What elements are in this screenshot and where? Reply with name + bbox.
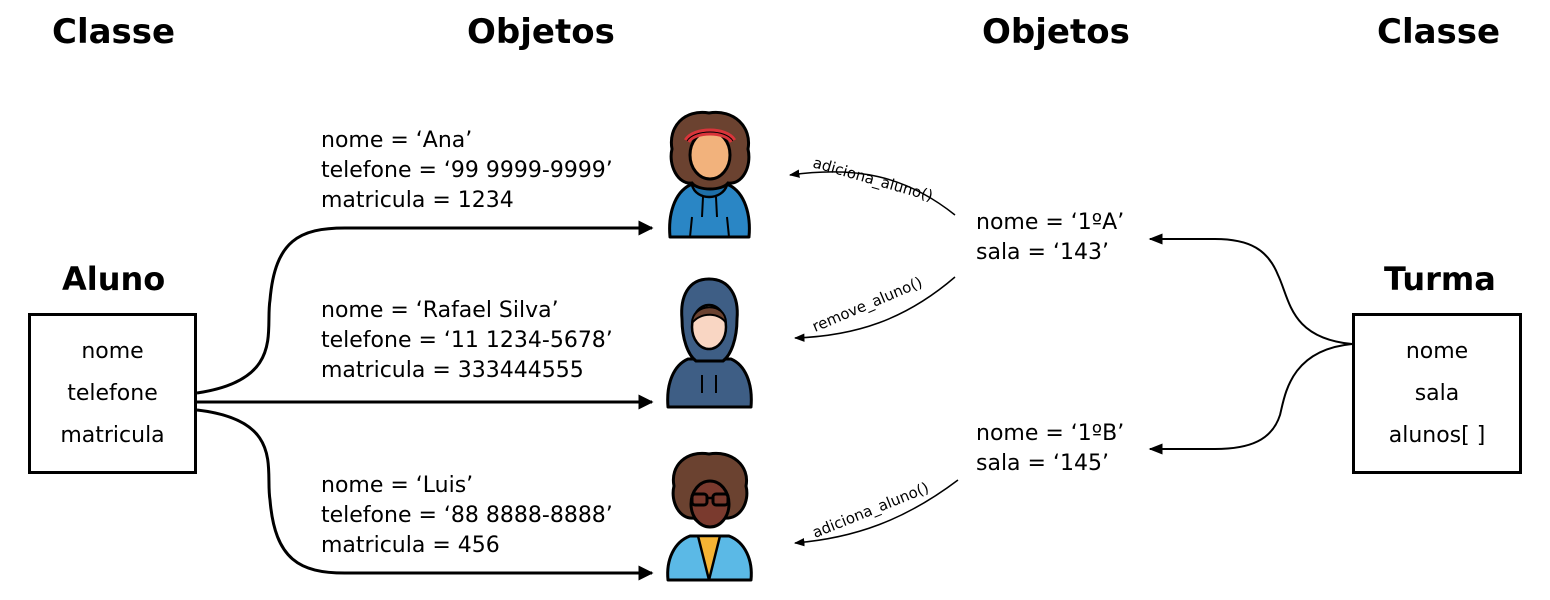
header-classe-left: Classe [52, 12, 176, 52]
attr-matricula: matricula = 333444555 [321, 358, 584, 383]
attr-sala: sala = ‘143’ [976, 240, 1109, 265]
object-aluno-rafael: nome = ‘Rafael Silva’ telefone = ‘11 123… [321, 296, 613, 386]
class-box-aluno: nome telefone matricula [28, 313, 197, 474]
link-turma-1a [1148, 233, 1353, 345]
link-aluno-ana [196, 220, 654, 395]
object-aluno-ana: nome = ‘Ana’ telefone = ‘99 9999-9999’ m… [321, 126, 613, 216]
class-field: telefone [67, 380, 158, 406]
link-aluno-luis [196, 408, 654, 581]
attr-telefone: telefone = ‘88 8888-8888’ [321, 503, 613, 528]
attr-nome: nome = ‘1ºB’ [976, 421, 1125, 446]
class-title-turma: Turma [1384, 260, 1496, 298]
object-turma-1b: nome = ‘1ºB’ sala = ‘145’ [976, 419, 1124, 479]
attr-nome: nome = ‘Ana’ [321, 128, 473, 153]
class-field: sala [1414, 380, 1460, 406]
object-aluno-luis: nome = ‘Luis’ telefone = ‘88 8888-8888’ … [321, 471, 613, 561]
attr-telefone: telefone = ‘11 1234-5678’ [321, 328, 613, 353]
header-classe-right: Classe [1377, 12, 1501, 52]
class-box-turma: nome sala alunos[ ] [1352, 313, 1522, 474]
attr-nome: nome = ‘1ºA’ [976, 210, 1125, 235]
class-field: nome [1405, 338, 1469, 364]
attr-telefone: telefone = ‘99 9999-9999’ [321, 158, 613, 183]
class-field: alunos[ ] [1388, 422, 1486, 448]
attr-sala: sala = ‘145’ [976, 451, 1109, 476]
method-arrow-remove [793, 276, 956, 342]
attr-nome: nome = ‘Luis’ [321, 473, 474, 498]
method-arrow-adiciona-1 [788, 169, 956, 216]
attr-nome: nome = ‘Rafael Silva’ [321, 298, 559, 323]
student-hoodie-icon [666, 277, 753, 409]
method-arrow-adiciona-2 [793, 479, 959, 547]
attr-matricula: matricula = 1234 [321, 188, 514, 213]
method-label-adiciona-2: adiciona_aluno() [810, 479, 932, 543]
header-objetos-left: Objetos [467, 12, 615, 52]
link-turma-1b [1148, 343, 1353, 455]
object-turma-1a: nome = ‘1ºA’ sala = ‘143’ [976, 208, 1124, 268]
class-field: nome [81, 338, 144, 364]
class-title-aluno: Aluno [62, 260, 166, 298]
header-objetos-right: Objetos [982, 12, 1130, 52]
method-label-adiciona-1: adiciona_aluno() [811, 154, 935, 206]
class-field: matricula [60, 422, 165, 448]
attr-matricula: matricula = 456 [321, 533, 500, 558]
student-glasses-icon [666, 451, 753, 582]
student-headband-icon [668, 110, 751, 239]
